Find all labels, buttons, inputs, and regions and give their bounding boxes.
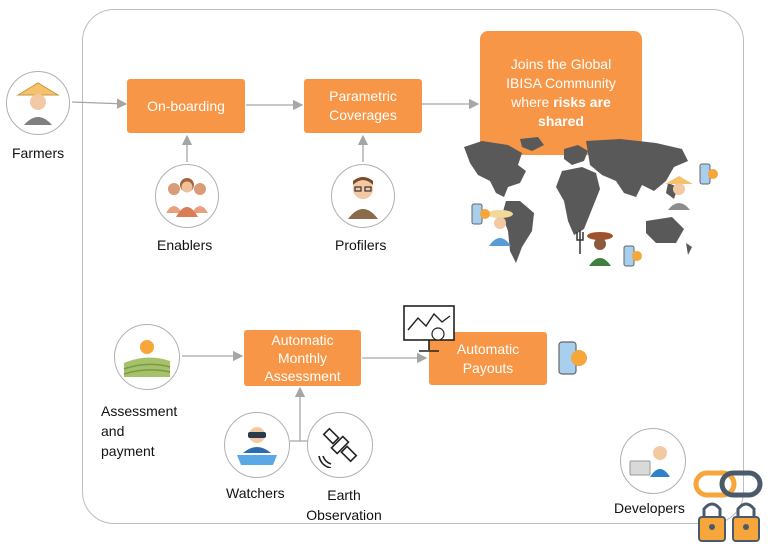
developers-label: Developers [614,500,685,516]
monitor-icon [403,305,455,352]
profiler-icon [348,177,378,219]
community-farmer-icon [665,176,693,210]
field-avatar [114,324,180,390]
onboarding-box: On-boarding [127,79,245,133]
earth-observation-label-2: Observation [306,507,382,523]
assessment-payment-label-3: payment [101,443,155,459]
community-label-3-pre: where [511,94,554,110]
farmers-avatar [6,71,70,135]
parametric-coverages-box: Parametric Coverages [304,79,422,133]
automatic-payouts-box: Automatic Payouts [429,332,547,385]
phone-coin-icon [699,163,718,185]
profilers-label: Profilers [335,237,387,253]
community-label-1: Joins the Global [510,56,612,72]
onboarding-label: On-boarding [147,97,225,114]
watchers-label: Watchers [226,485,285,501]
assessment-payment-label-2: and [101,423,125,439]
community-label-3-bold: risks are [553,94,611,110]
community-label-3: where risks are [511,93,611,112]
community-label-4: shared [538,113,584,129]
developer-icon [629,446,670,477]
watcher-icon [237,427,277,465]
profilers-avatar [331,164,395,228]
earth-observation-avatar [307,412,373,478]
assessment-payment-label-1: Assessment [101,403,178,419]
parametric-label-2: Coverages [329,107,397,123]
assessment-box-label-3: Assessment [264,368,341,384]
assessment-payment-label: Assessment and payment [101,401,177,461]
assessment-box-label-1: Automatic [271,332,334,348]
world-map-icon [464,137,692,263]
community-box: Joins the Global IBISA Community where r… [480,31,642,155]
phone-coin-icon [623,245,642,267]
payouts-label-1: Automatic [456,340,520,357]
community-farmer-hat-icon [487,210,513,246]
phone-coin-icon [558,341,587,375]
community-rancher-icon [576,230,613,266]
earth-observation-label-1: Earth [327,487,361,503]
enablers-icon [166,178,208,217]
parametric-label-1: Parametric [329,88,397,104]
field-icon [123,340,171,377]
enablers-avatar [155,164,219,228]
enablers-label: Enablers [157,237,213,253]
earth-observation-label: Earth Observation [302,485,386,525]
phone-coin-icon [471,203,490,225]
satellite-icon [318,427,358,468]
farmers-label: Farmers [12,145,65,161]
developers-avatar [620,428,686,494]
watchers-avatar [224,412,290,478]
arrow-farmers-onboarding [71,98,128,109]
assessment-box-label-2: Monthly [277,350,328,366]
payouts-label-2: Payouts [462,359,514,376]
automatic-assessment-box: Automatic Monthly Assessment [244,330,361,386]
chain-lock-icon [693,470,763,542]
community-label-2: IBISA Community [506,75,616,91]
farmer-icon [16,82,60,125]
